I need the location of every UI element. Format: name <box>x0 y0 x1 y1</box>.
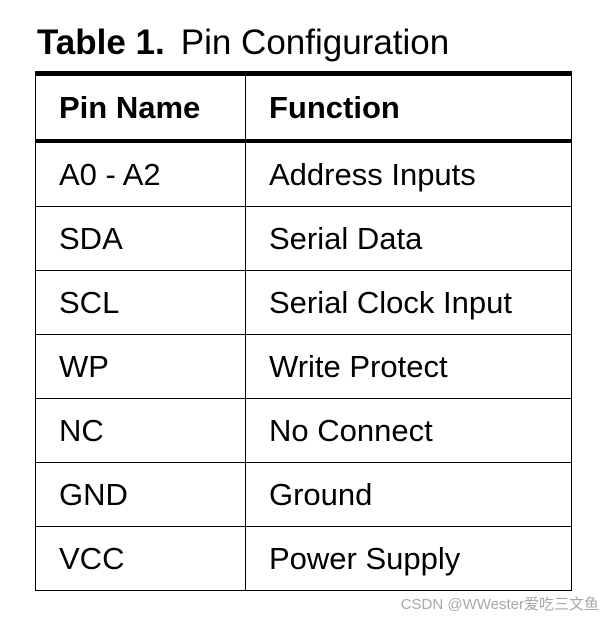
function-cell: Serial Clock Input <box>245 270 572 335</box>
table-row: SDA Serial Data <box>35 206 572 271</box>
header-pin-name: Pin Name <box>35 73 246 143</box>
function-cell: Address Inputs <box>245 140 572 207</box>
pin-configuration-table: Pin Name Function A0 - A2 Address Inputs… <box>35 71 572 591</box>
table-row: GND Ground <box>35 462 572 527</box>
table-number: Table 1. <box>37 23 165 62</box>
function-cell: Serial Data <box>245 206 572 271</box>
pin-name-cell: SDA <box>35 206 246 271</box>
table-header-row: Pin Name Function <box>35 73 572 143</box>
table-row: SCL Serial Clock Input <box>35 270 572 335</box>
function-cell: Ground <box>245 462 572 527</box>
table-title: Pin Configuration <box>180 23 450 62</box>
table-caption: Table 1. Pin Configuration <box>37 20 449 66</box>
pin-name-cell: A0 - A2 <box>35 140 246 207</box>
pin-name-cell: GND <box>35 462 246 527</box>
pin-name-cell: VCC <box>35 526 246 591</box>
table-row: NC No Connect <box>35 398 572 463</box>
watermark-text: CSDN @WWester爱吃三文鱼 <box>400 596 599 613</box>
table-row: VCC Power Supply <box>35 526 572 591</box>
pin-name-cell: WP <box>35 334 246 399</box>
function-cell: Power Supply <box>245 526 572 591</box>
table-row: WP Write Protect <box>35 334 572 399</box>
function-cell: No Connect <box>245 398 572 463</box>
function-cell: Write Protect <box>245 334 572 399</box>
pin-name-cell: NC <box>35 398 246 463</box>
pin-name-cell: SCL <box>35 270 246 335</box>
header-function: Function <box>245 73 572 143</box>
table-row: A0 - A2 Address Inputs <box>35 140 572 207</box>
